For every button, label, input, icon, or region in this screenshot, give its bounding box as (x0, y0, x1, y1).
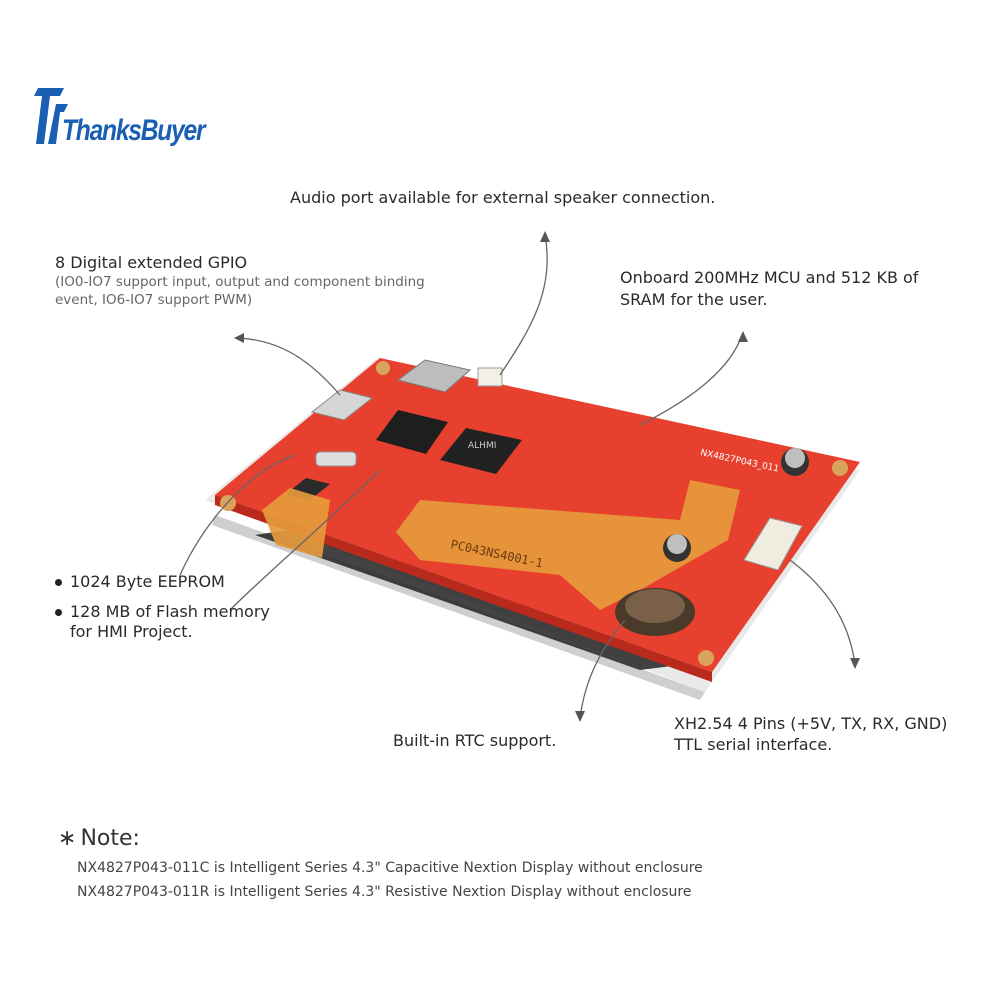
annotation-gpio-detail-2: event, IO6-IO7 support PWM) (55, 292, 253, 308)
arrow-mcu (639, 334, 743, 426)
note-line-1: NX4827P043-011C is Intelligent Series 4.… (77, 860, 703, 876)
annotation-gpio-detail-1: (IO0-IO7 support input, output and compo… (55, 274, 425, 290)
annotation-audio: Audio port available for external speake… (290, 188, 716, 207)
arrow-rtc (579, 619, 626, 719)
brand-logo: ThanksBuyer (34, 86, 206, 178)
crystal (315, 451, 357, 467)
bullet-icon (55, 579, 62, 586)
capacitor-top (785, 448, 805, 468)
arrow-serial (789, 559, 856, 666)
logo-text: ThanksBuyer (62, 114, 206, 147)
annotation-serial-2: TTL serial interface. (674, 735, 833, 754)
note-line-2: NX4827P043-011R is Intelligent Series 4.… (77, 884, 692, 900)
logo-mark-icon (34, 88, 68, 144)
annotation-rtc: Built-in RTC support. (393, 731, 557, 750)
annotation-flash-text-1: 128 MB of Flash memory (70, 602, 270, 621)
sd-slot (396, 359, 472, 393)
annotation-serial-1: XH2.54 4 Pins (+5V, TX, RX, GND) (674, 714, 948, 733)
lcd-bezel (255, 528, 680, 670)
arrow-gpio (237, 337, 341, 396)
capacitor-top (667, 534, 687, 554)
annotation-eeprom: 1024 Byte EEPROM (55, 572, 225, 592)
bullet-icon (55, 609, 62, 616)
note-header: ∗ Note: (58, 826, 140, 851)
arrow-audio (499, 234, 548, 376)
mcu-label: ALHMI (468, 441, 496, 451)
annotation-eeprom-text: 1024 Byte EEPROM (70, 572, 225, 591)
audio-connector (477, 367, 503, 387)
mount-hole (376, 361, 390, 375)
pcb-edge (215, 495, 712, 682)
annotation-flash-text-2: for HMI Project. (70, 622, 193, 641)
rtc-battery (625, 589, 685, 623)
touch-flex (262, 488, 330, 558)
callout-arrows (179, 234, 856, 719)
mcu-chip (440, 428, 522, 474)
mount-hole (832, 460, 848, 476)
annotation-gpio-title: 8 Digital extended GPIO (55, 253, 248, 272)
annotation-mcu-1: Onboard 200MHz MCU and 512 KB of (620, 268, 919, 287)
annotation-mcu-2: SRAM for the user. (620, 290, 768, 309)
serial-connector (743, 517, 803, 571)
arrow-eeprom (179, 454, 296, 576)
mount-hole (698, 650, 714, 666)
arrow-flash (229, 469, 381, 611)
gpio-connector (310, 389, 374, 421)
arrow-heads (234, 231, 860, 722)
star-icon: ∗ (58, 826, 77, 851)
note-title: Note: (80, 826, 140, 851)
annotation-flash: 128 MB of Flash memory for HMI Project. (55, 602, 270, 642)
flex-cable (396, 480, 740, 610)
flash-chip (376, 410, 448, 454)
